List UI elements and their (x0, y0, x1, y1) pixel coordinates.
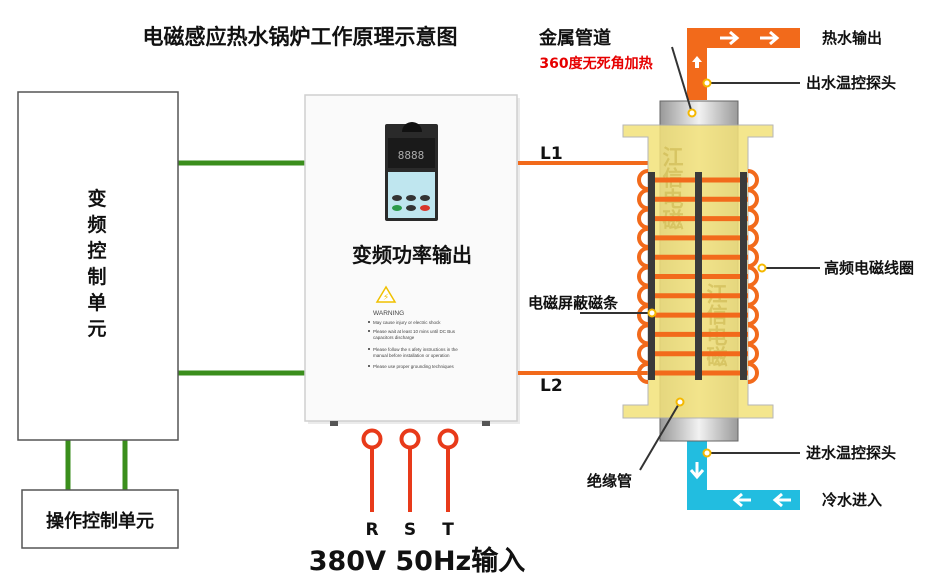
power-terminals (361, 428, 459, 512)
coil-loop (637, 304, 649, 327)
cold-water-in-label: 冷水进入 (822, 491, 882, 509)
input-label: 380V 50Hz输入 (309, 545, 526, 577)
svg-text:capacitors discharge: capacitors discharge (373, 335, 415, 340)
coil-loop (747, 188, 759, 211)
hot-water-pipe (687, 28, 800, 100)
outlet-probe-label: 出水温控探头 (806, 74, 896, 92)
metal-pipe-label: 金属管道 (538, 27, 611, 49)
inverter-control-unit-label: 变 频 控 制 单 元 (87, 187, 106, 340)
operation-control-unit-label: 操作控制单元 (46, 510, 154, 532)
insulation-tube-label: 绝缘管 (587, 472, 632, 490)
control-panel: 8888 (385, 122, 438, 221)
induction-coil (637, 169, 759, 384)
coil-loop (637, 265, 649, 288)
coil-loop (747, 207, 759, 230)
terminal-t: T (442, 520, 454, 540)
svg-text:控: 控 (87, 239, 106, 262)
coil-loop (637, 169, 649, 191)
warning-icon (375, 285, 397, 303)
inverter-label: 变频功率输出 (352, 243, 472, 267)
coil-loop (637, 362, 649, 384)
coil-loop (637, 207, 649, 230)
svg-text:manual before installation or: manual before installation or operation (373, 353, 450, 358)
operation-control-unit (21, 489, 179, 549)
coil-loop (637, 246, 649, 269)
coil-loop (637, 188, 649, 211)
warning-items: May cause injury or electric shock Pleas… (368, 320, 458, 369)
coil-loop (637, 226, 649, 249)
svg-text:变: 变 (87, 187, 106, 210)
terminal-s: S (404, 520, 416, 540)
svg-text:制: 制 (87, 265, 106, 288)
display-digits: 8888 (398, 149, 425, 162)
svg-text:⚡: ⚡ (383, 293, 389, 303)
coil-loop (747, 342, 759, 365)
control-wires (65, 160, 306, 490)
shield-bars (648, 172, 747, 380)
svg-text:May cause injury or electric s: May cause injury or electric shock (373, 320, 441, 325)
coil-loop (637, 323, 649, 346)
svg-text:元: 元 (87, 318, 106, 340)
coil-loop (637, 342, 649, 365)
leader-lines (580, 46, 820, 471)
coil-loop (747, 284, 759, 307)
inverter-cabinet: 8888 变频功率输出 ⚡ WARNING May cause injury o… (304, 94, 520, 426)
coil-loop (747, 246, 759, 269)
coil-loop (637, 284, 649, 307)
coil-loop (747, 169, 759, 191)
svg-text:Please use proper grounding te: Please use proper grounding techniques (373, 364, 455, 369)
coil-loop (747, 362, 759, 384)
l1-label: L1 (540, 144, 563, 164)
terminal-r: R (365, 520, 378, 540)
diagram-title: 电磁感应热水锅炉工作原理示意图 (143, 25, 458, 49)
coil-loop (747, 265, 759, 288)
hot-water-out-label: 热水输出 (822, 29, 882, 47)
heating-note: 360度无死角加热 (539, 55, 652, 72)
l2-label: L2 (540, 376, 563, 396)
warning-title: WARNING (373, 310, 404, 317)
probe-points (647, 78, 767, 458)
coil-loop (747, 323, 759, 346)
coil-label: 高频电磁线圈 (824, 259, 914, 277)
svg-text:Please wait at least 10 mins u: Please wait at least 10 mins until DC Bu… (373, 329, 456, 334)
shield-bar-label: 电磁屏蔽磁条 (528, 294, 619, 312)
cold-water-pipe (687, 438, 800, 510)
svg-text:频: 频 (87, 213, 106, 236)
coil-loop (747, 304, 759, 327)
svg-text:Please follow the s afety inst: Please follow the s afety instructions i… (373, 347, 458, 352)
inlet-probe-label: 进水温控探头 (806, 444, 896, 462)
svg-text:单: 单 (87, 291, 106, 314)
coil-loop (747, 226, 759, 249)
inverter-control-unit (17, 91, 179, 441)
